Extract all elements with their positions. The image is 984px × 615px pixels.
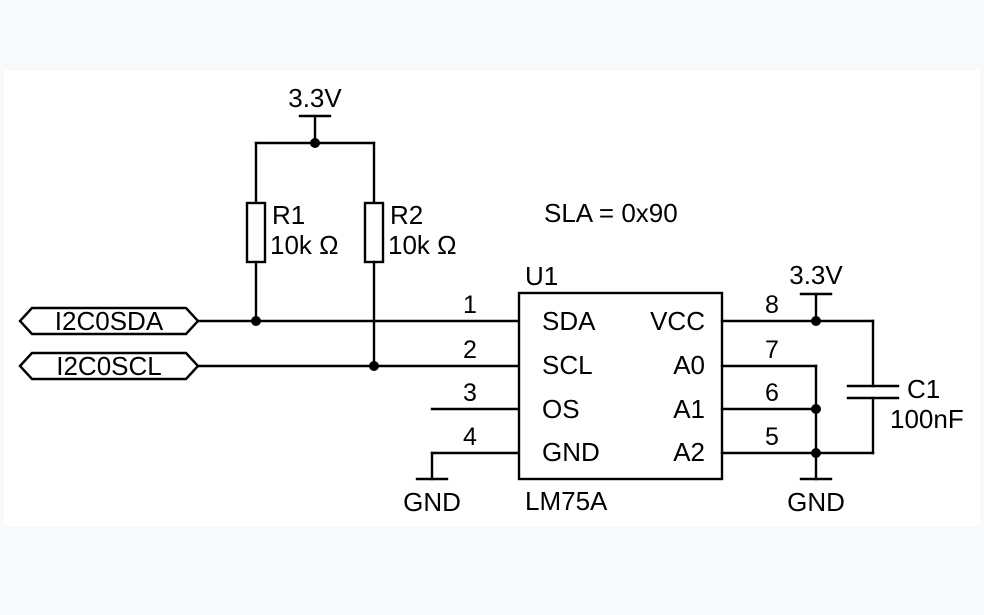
gnd-right-label: GND xyxy=(787,487,845,517)
pin-name: A2 xyxy=(673,437,705,467)
junction-dot xyxy=(811,316,821,326)
r1-value: 10k Ω xyxy=(270,230,339,260)
pin-number: 4 xyxy=(463,423,477,451)
junction-dot xyxy=(369,361,379,371)
ic-ref: U1 xyxy=(525,261,558,291)
supply-right-label: 3.3V xyxy=(789,260,843,290)
net-flag-scl-label: I2C0SCL xyxy=(56,351,162,381)
pin-number: 7 xyxy=(765,336,779,364)
r2-ref: R2 xyxy=(390,200,423,230)
pin-number: 8 xyxy=(765,291,779,319)
r1-body xyxy=(245,201,267,264)
r2-body xyxy=(363,201,385,264)
ic-body xyxy=(517,291,724,481)
pin-name: A0 xyxy=(673,350,705,380)
net-flag-scl: I2C0SCL xyxy=(18,351,200,381)
junction-dot xyxy=(251,316,261,326)
c1-value: 100nF xyxy=(890,404,964,434)
gnd-left-label: GND xyxy=(403,487,461,517)
pin-name: SCL xyxy=(542,350,593,380)
pin-number: 3 xyxy=(463,379,477,407)
ic-part-number: LM75A xyxy=(525,486,608,516)
pin-name: OS xyxy=(542,394,580,424)
net-flag-sda: I2C0SDA xyxy=(18,306,200,336)
pin-name: A1 xyxy=(673,394,705,424)
gnd-left-symbol xyxy=(415,451,449,481)
pin-name: VCC xyxy=(650,306,705,336)
pin-number: 1 xyxy=(463,291,477,319)
schematic-sheet xyxy=(4,70,980,526)
net-flag-sda-label: I2C0SDA xyxy=(55,306,164,336)
junction-dot xyxy=(811,404,821,414)
pin-number: 6 xyxy=(765,379,779,407)
sla-note: SLA = 0x90 xyxy=(544,198,678,228)
pin-name: SDA xyxy=(542,306,596,336)
r1-ref: R1 xyxy=(272,200,305,230)
pin-number: 2 xyxy=(463,336,477,364)
r2-value: 10k Ω xyxy=(388,230,457,260)
pin-number: 5 xyxy=(765,423,779,451)
junction-dot xyxy=(811,448,821,458)
supply-top-label: 3.3V xyxy=(288,83,342,113)
junction-dot xyxy=(310,138,320,148)
c1-ref: C1 xyxy=(907,374,940,404)
pin-name: GND xyxy=(542,437,600,467)
